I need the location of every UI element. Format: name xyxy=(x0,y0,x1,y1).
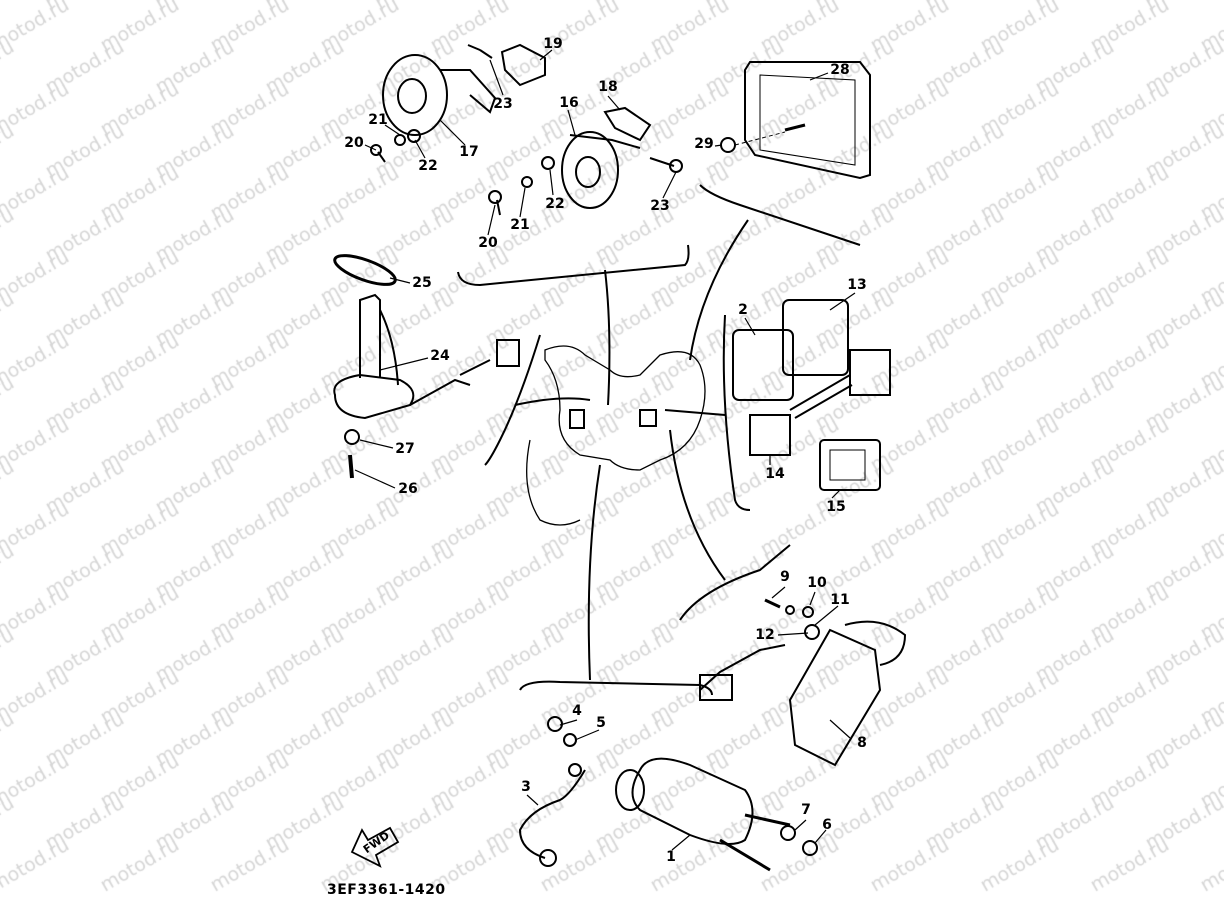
leader-line xyxy=(587,464,601,681)
lamp-group-bracket xyxy=(699,184,861,246)
callout-18: 18 xyxy=(598,79,618,95)
screw-26 xyxy=(348,454,354,479)
callout-12: 12 xyxy=(755,627,775,643)
callout-22b: 22 xyxy=(545,196,565,212)
diagram-code: 3EF3361-1420 xyxy=(327,882,446,898)
leader-line xyxy=(689,219,749,361)
callout-8: 8 xyxy=(857,735,867,751)
callout-20b: 20 xyxy=(478,235,498,251)
leader-line xyxy=(604,269,611,406)
callout-2: 2 xyxy=(738,302,748,318)
callout-17: 17 xyxy=(459,144,479,160)
callout-29: 29 xyxy=(694,136,714,152)
frame-outline xyxy=(544,345,706,471)
callout-21b: 21 xyxy=(510,217,530,233)
frame-part xyxy=(639,409,657,427)
regulator-8 xyxy=(788,628,882,767)
callout-10: 10 xyxy=(807,575,827,591)
bracket-19 xyxy=(500,43,546,87)
starter-group-bracket xyxy=(519,680,713,696)
coupler-14 xyxy=(749,414,791,456)
cable-3 xyxy=(518,769,586,859)
callout-3: 3 xyxy=(521,779,531,795)
callout-23b: 23 xyxy=(650,198,670,214)
callout-20: 20 xyxy=(344,135,364,151)
callout-4: 4 xyxy=(572,703,582,719)
callout-26: 26 xyxy=(398,481,418,497)
callout-15: 15 xyxy=(826,499,846,515)
callout-19: 19 xyxy=(543,36,563,52)
lamp-28 xyxy=(744,61,871,180)
horn-16 xyxy=(561,131,619,209)
callout-9: 9 xyxy=(780,569,790,585)
nut-29 xyxy=(720,137,736,153)
leader-line xyxy=(669,429,726,581)
connector xyxy=(496,339,520,367)
relay-group-bracket xyxy=(722,314,751,511)
coupler-15 xyxy=(819,439,881,491)
leader-line xyxy=(514,397,591,406)
bracket-18 xyxy=(603,106,652,142)
fwd-arrow-icon xyxy=(350,826,400,868)
connector xyxy=(699,674,733,701)
callout-14: 14 xyxy=(765,466,785,482)
callout-5: 5 xyxy=(596,715,606,731)
callout-1: 1 xyxy=(666,849,676,865)
callout-11: 11 xyxy=(830,592,850,608)
frame-part xyxy=(569,409,585,429)
horn-17 xyxy=(382,54,448,136)
fuel-sender-24 xyxy=(333,373,415,420)
leader-line xyxy=(664,409,726,416)
relay-13 xyxy=(782,299,849,376)
washer-27 xyxy=(344,429,360,445)
horn-group-bracket xyxy=(457,244,690,287)
regulator-group-bracket xyxy=(679,544,791,621)
callout-23: 23 xyxy=(493,96,513,112)
relay-2 xyxy=(732,329,794,401)
callout-28: 28 xyxy=(830,62,850,78)
fuel-group-bracket xyxy=(484,334,541,466)
callout-25: 25 xyxy=(412,275,432,291)
callout-6: 6 xyxy=(822,817,832,833)
callout-27: 27 xyxy=(395,441,415,457)
callout-22: 22 xyxy=(418,158,438,174)
callout-7: 7 xyxy=(801,802,811,818)
callout-13: 13 xyxy=(847,277,867,293)
starter-relay-1 xyxy=(631,757,754,845)
callout-21: 21 xyxy=(368,112,388,128)
callout-16: 16 xyxy=(559,95,579,111)
connector xyxy=(849,349,891,396)
callout-24: 24 xyxy=(430,348,450,364)
gasket-25 xyxy=(333,254,397,286)
